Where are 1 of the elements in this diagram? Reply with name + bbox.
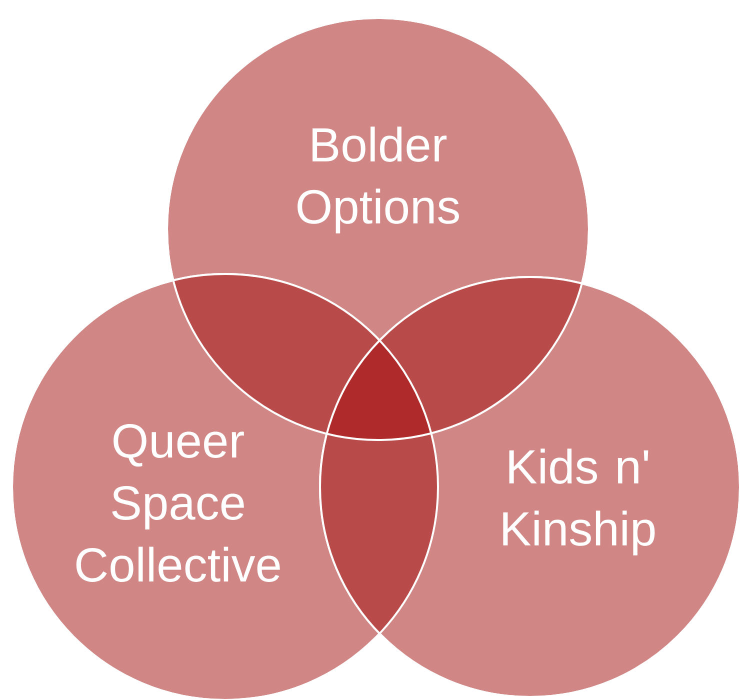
node-label: Kids n' Kinship: [503, 448, 655, 556]
